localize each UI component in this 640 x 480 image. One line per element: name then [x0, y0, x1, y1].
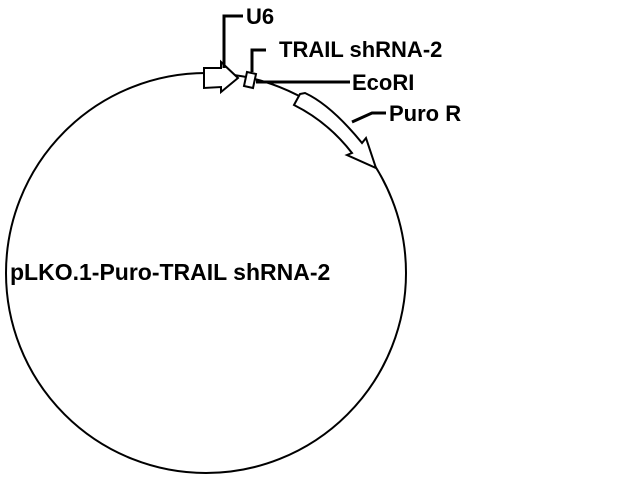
puro-resistance-arrow	[292, 91, 378, 170]
puro-label: Puro R	[389, 101, 461, 126]
puro-leader-line	[351, 111, 386, 124]
shrna-label: TRAIL shRNA-2	[279, 37, 442, 62]
u6-promoter-arrow	[203, 59, 240, 95]
plasmid-name: pLKO.1-Puro-TRAIL shRNA-2	[10, 259, 330, 285]
shrna-insert-box	[242, 70, 258, 90]
shrna-leader-line	[250, 48, 266, 72]
u6-label: U6	[246, 4, 274, 29]
u6-leader-line	[222, 14, 243, 68]
ecori-label: EcoRI	[352, 70, 414, 95]
